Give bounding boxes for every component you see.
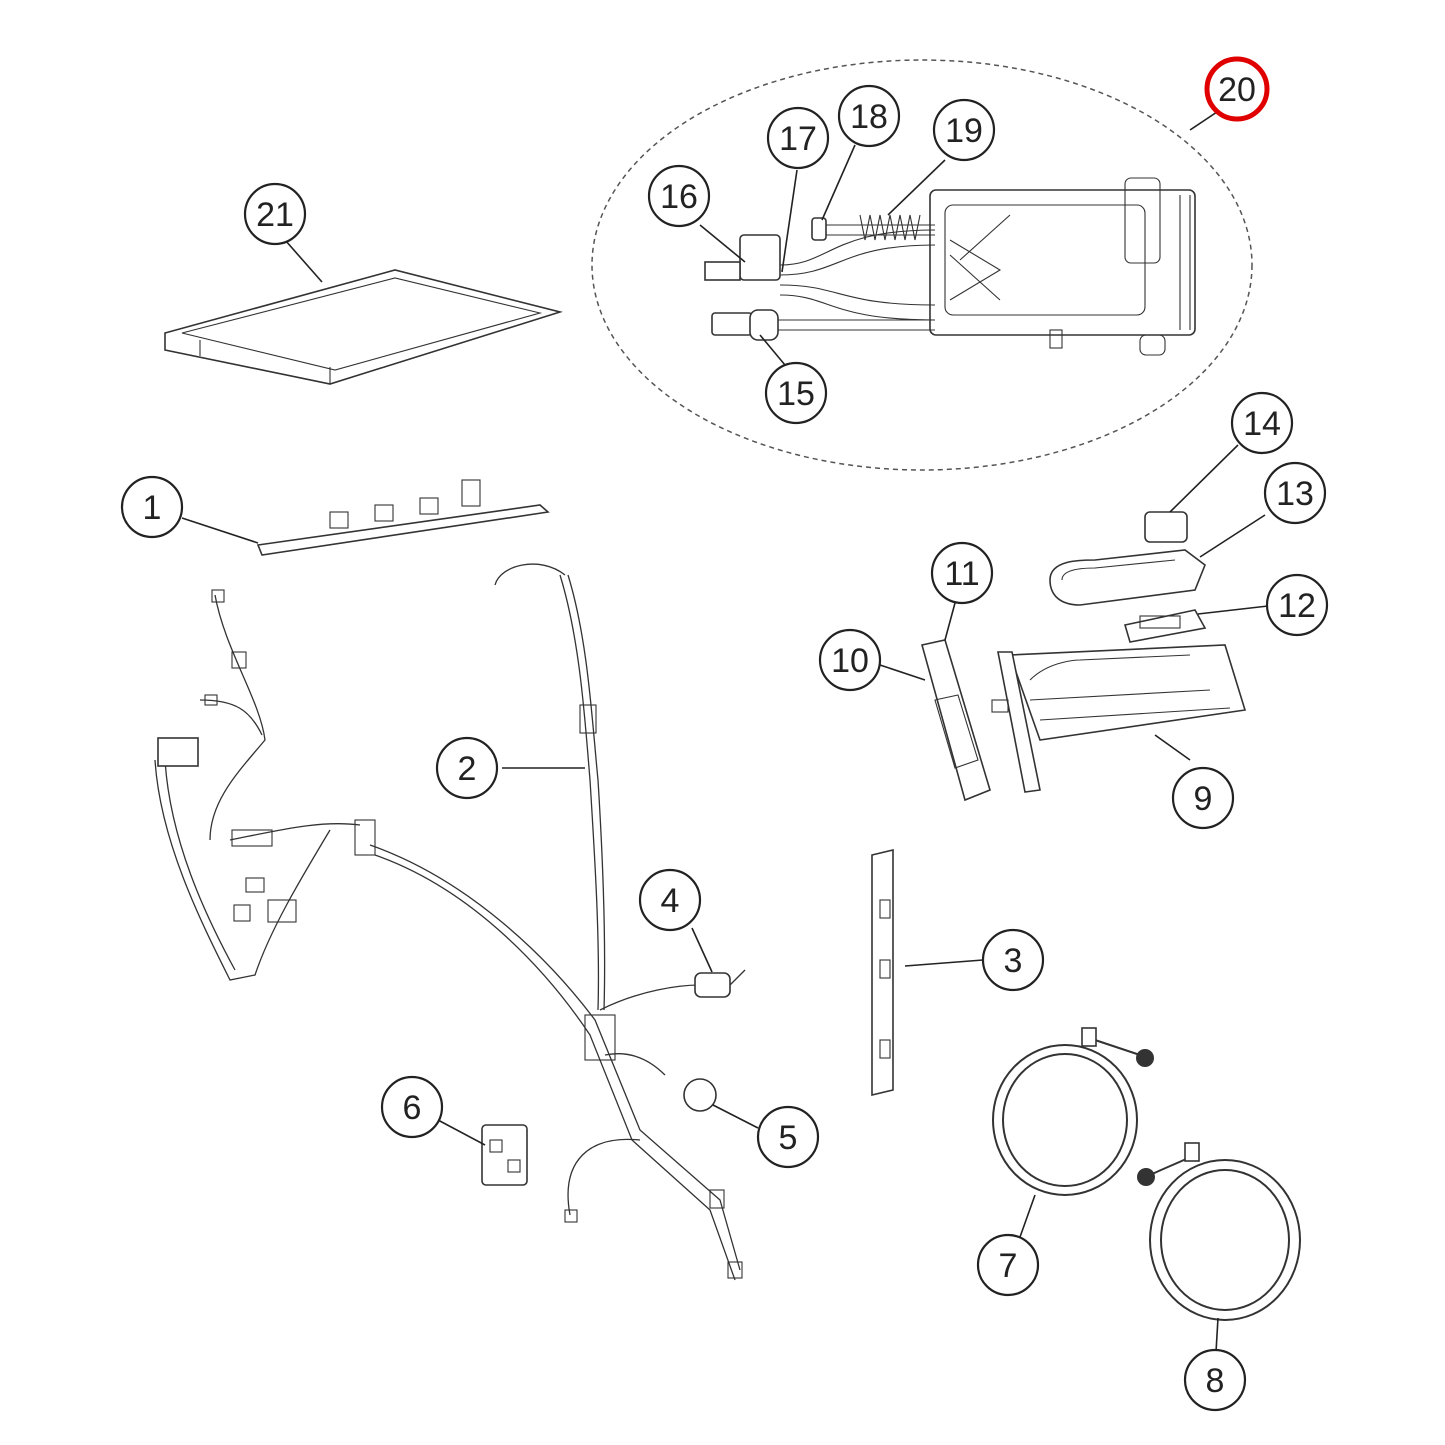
callout-label: 2 — [458, 750, 477, 788]
callout-circle — [818, 628, 882, 692]
callout-16: 16 — [647, 164, 711, 228]
part-5-round-sensor — [683, 1078, 759, 1129]
callout-label: 7 — [999, 1247, 1018, 1285]
part-11-handle — [944, 602, 956, 641]
callout-label: 13 — [1276, 475, 1314, 513]
callout-label: 5 — [779, 1119, 798, 1157]
callout-label: 11 — [944, 555, 979, 593]
callout-circle — [638, 868, 702, 932]
callout-circle — [1263, 461, 1327, 525]
part-3-rail — [871, 848, 984, 1097]
callout-label: 16 — [660, 178, 698, 216]
callout-circle — [1265, 573, 1329, 637]
callout-circle — [1171, 766, 1235, 830]
part-14-cap — [1144, 444, 1239, 543]
part-21-top-panel — [164, 231, 563, 385]
callout-circle — [243, 182, 307, 246]
callout-label: 1 — [143, 489, 162, 527]
callout-circle — [1230, 391, 1294, 455]
callout-11: 11 — [930, 541, 994, 605]
part-20-valve-assembly-group — [591, 59, 1253, 471]
part-13-tray — [1049, 514, 1266, 606]
callout-circle — [837, 84, 901, 148]
callout-label: 4 — [661, 882, 680, 920]
callout-circle — [120, 475, 184, 539]
callout-3: 3 — [981, 928, 1045, 992]
part-4-sensor — [691, 927, 746, 998]
callout-20: 20 — [1204, 56, 1270, 122]
callout-14: 14 — [1230, 391, 1294, 455]
part-6-switch — [437, 1119, 528, 1186]
part-12-slide — [1123, 605, 1269, 643]
callout-label: 21 — [256, 196, 294, 234]
callout-label: 19 — [945, 112, 983, 150]
callout-circle — [976, 1233, 1040, 1297]
callout-12: 12 — [1265, 573, 1329, 637]
callout-1: 1 — [120, 475, 184, 539]
callout-5: 5 — [756, 1105, 820, 1169]
callout-9: 9 — [1171, 766, 1235, 830]
callout-circle — [380, 1075, 444, 1139]
callout-highlight-ring — [1204, 56, 1270, 122]
callout-circle — [932, 98, 996, 162]
callout-label: 14 — [1243, 405, 1281, 443]
callout-label: 6 — [403, 1089, 422, 1127]
callout-10: 10 — [818, 628, 882, 692]
callout-circle — [764, 361, 828, 425]
callout-label: 15 — [777, 375, 815, 413]
callout-circle — [647, 164, 711, 228]
callout-circle — [930, 541, 994, 605]
callout-label: 9 — [1194, 780, 1213, 818]
callout-4: 4 — [638, 868, 702, 932]
callout-15: 15 — [764, 361, 828, 425]
callout-2: 2 — [435, 736, 499, 800]
callout-21: 21 — [243, 182, 307, 246]
callout-17: 17 — [766, 106, 830, 170]
part-2-wire-harness — [154, 563, 743, 1281]
part-7-inlet-hose — [992, 1027, 1154, 1238]
callout-circle — [756, 1105, 820, 1169]
callout-label: 8 — [1206, 1362, 1225, 1400]
callout-19: 19 — [932, 98, 996, 162]
callout-13: 13 — [1263, 461, 1327, 525]
part-8-inlet-hose — [1137, 1142, 1301, 1353]
callout-label: 17 — [779, 120, 817, 158]
callout-circle — [981, 928, 1045, 992]
callout-label: 12 — [1278, 587, 1316, 625]
callout-circle — [766, 106, 830, 170]
callout-circle — [1183, 1348, 1247, 1412]
callout-6: 6 — [380, 1075, 444, 1139]
callout-label: 3 — [1004, 942, 1023, 980]
callout-circle — [435, 736, 499, 800]
callout-8: 8 — [1183, 1348, 1247, 1412]
part-10-front-panel — [879, 639, 991, 802]
callout-18: 18 — [837, 84, 901, 148]
callout-7: 7 — [976, 1233, 1040, 1297]
part-9-dispenser-drawer — [991, 644, 1247, 793]
part-1-control-board — [181, 479, 550, 556]
callout-label: 10 — [831, 642, 869, 680]
callout-label: 20 — [1218, 71, 1256, 109]
callout-label: 18 — [850, 98, 888, 136]
